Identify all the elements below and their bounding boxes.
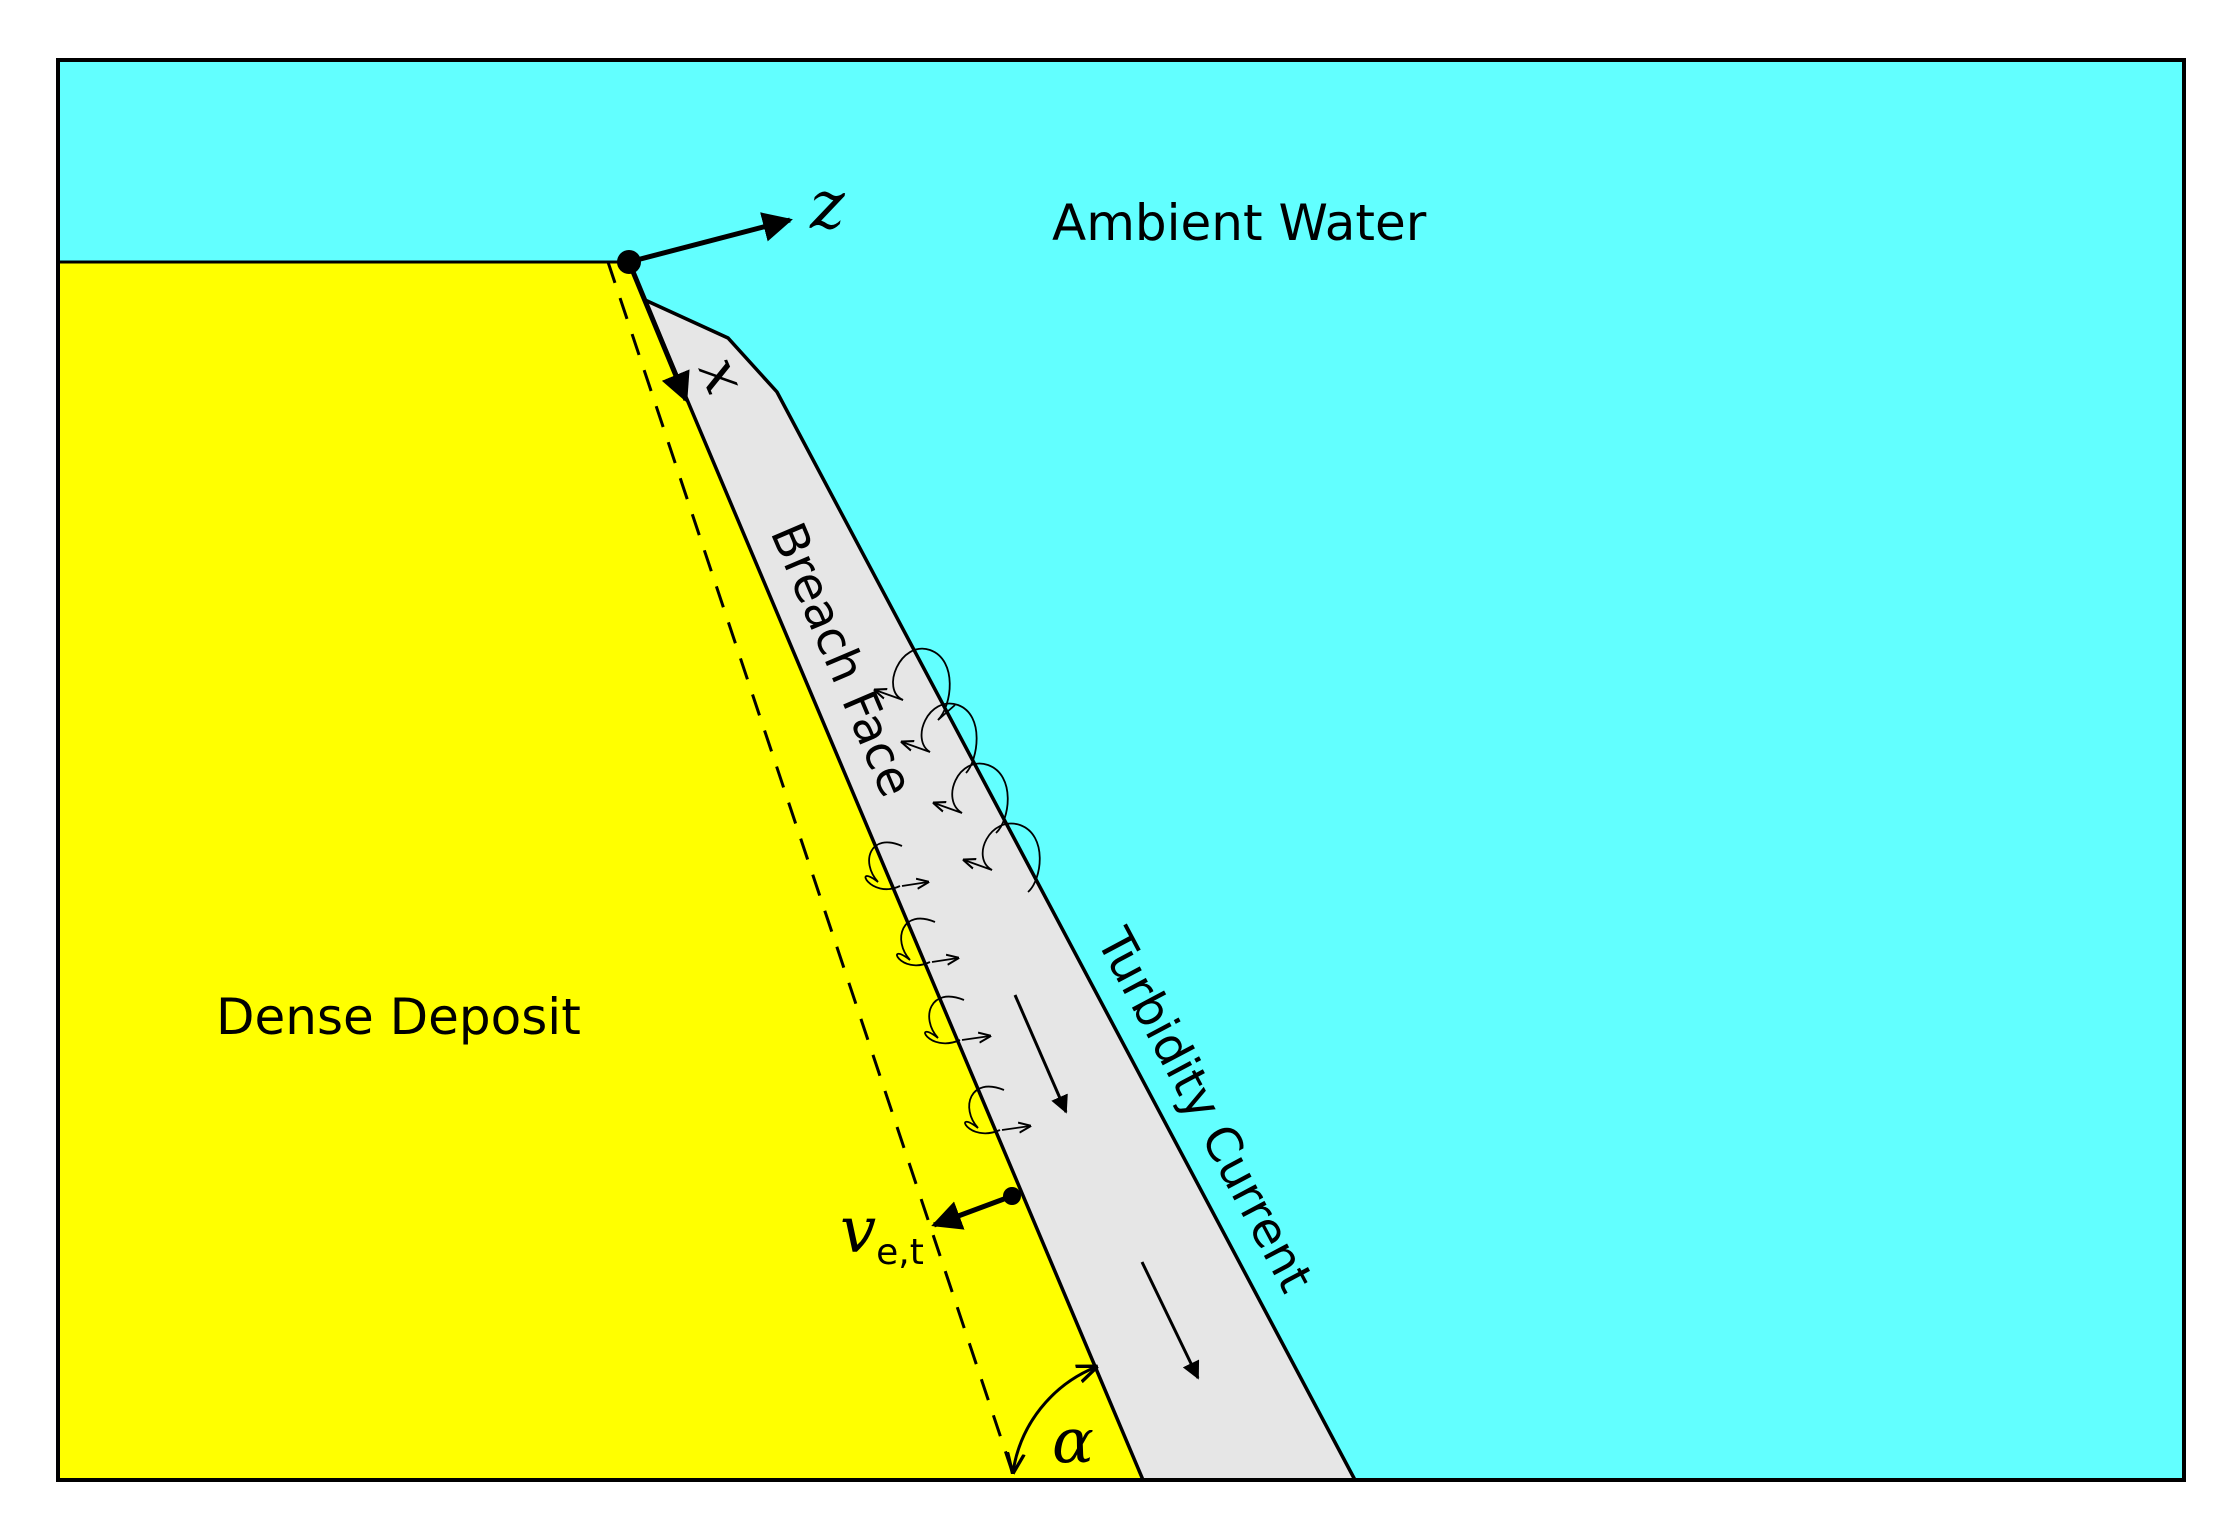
- flow-arrow: [1140, 1261, 1200, 1380]
- erosion-velocity-arrow: [931, 1193, 1013, 1230]
- turbidity-current-region: [629, 262, 1355, 1480]
- slope-angle-arc: [1013, 1367, 1096, 1472]
- dense-deposit-region: [58, 262, 1143, 1480]
- entrainment-eddies: [892, 647, 1041, 893]
- flow-arrow: [1013, 994, 1068, 1114]
- entrainment-arrows: [875, 690, 993, 871]
- z-axis-label: z: [809, 167, 846, 244]
- erosion-eddies: [864, 841, 1005, 1135]
- ambient-water-label: Ambient Water: [1052, 194, 1427, 252]
- erosion-velocity-label: ve,t: [840, 1194, 924, 1273]
- initial-breach-dashed-line: [606, 261, 1017, 1481]
- frame-border: [56, 58, 2186, 1482]
- x-axis-arrow: [626, 261, 690, 403]
- breach-face-line: [627, 261, 1145, 1481]
- dense-deposit-label: Dense Deposit: [216, 988, 581, 1046]
- turbidity-current-boundary: [644, 298, 1357, 1481]
- erosion-arrows: [901, 882, 1030, 1130]
- slope-angle-label: α: [1052, 1404, 1094, 1477]
- z-axis-arrow: [628, 212, 793, 265]
